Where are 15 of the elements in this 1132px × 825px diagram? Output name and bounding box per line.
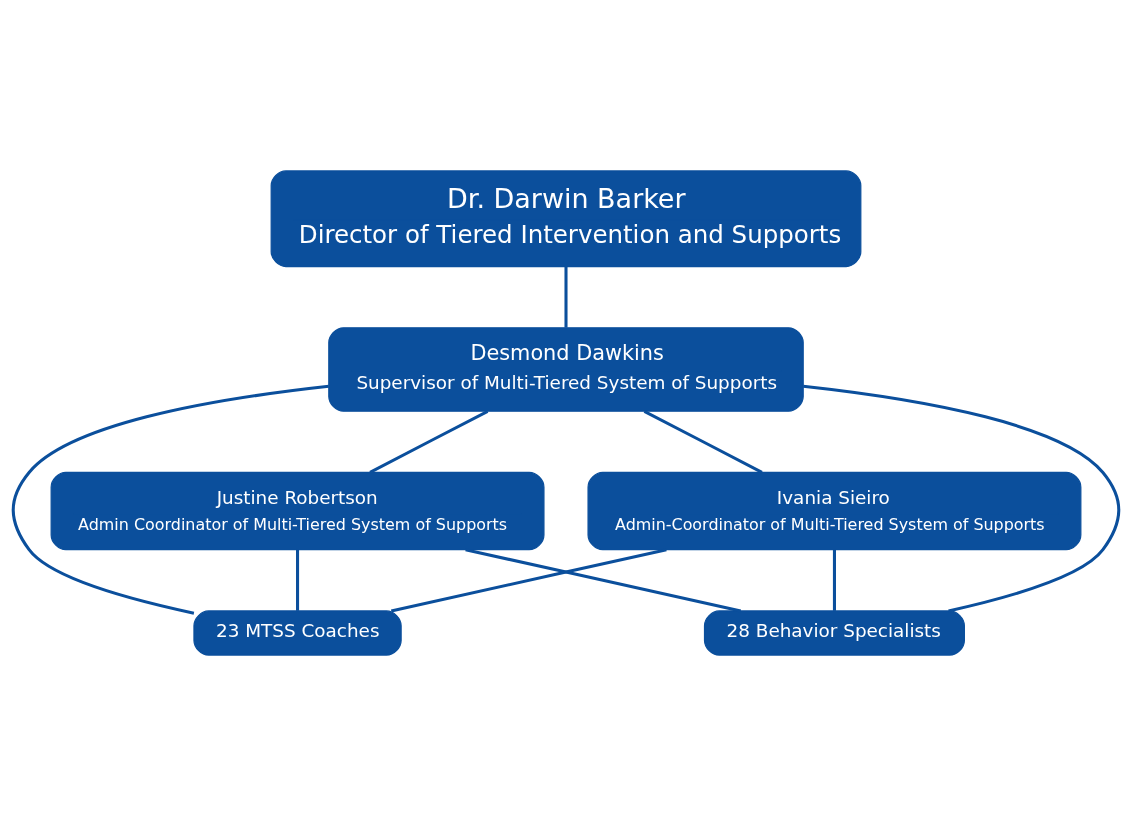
connector bbox=[11, 384, 329, 615]
connector bbox=[803, 384, 1121, 612]
node-box: 28 Behavior Specialists bbox=[703, 609, 965, 656]
connector bbox=[369, 409, 489, 474]
node-box: Desmond Dawkins Supervisor of Multi-Tiered System of Supports bbox=[328, 326, 804, 412]
connector bbox=[465, 547, 742, 612]
connector bbox=[390, 547, 667, 612]
node-box: Dr. Darwin Barker Director of Tiered Intervention and Supports bbox=[270, 169, 862, 267]
connector bbox=[564, 266, 568, 328]
connector bbox=[643, 409, 763, 474]
node-box: Justine Robertson Admin Coordinator of Multi-Tiered System of Supports bbox=[50, 471, 545, 550]
connector bbox=[832, 549, 836, 611]
connector bbox=[296, 549, 300, 611]
node-box: Ivania Sieiro Admin-Coordinator of Multi-Tiered System of Supports bbox=[587, 471, 1082, 550]
node-box: 23 MTSS Coaches bbox=[193, 609, 402, 656]
